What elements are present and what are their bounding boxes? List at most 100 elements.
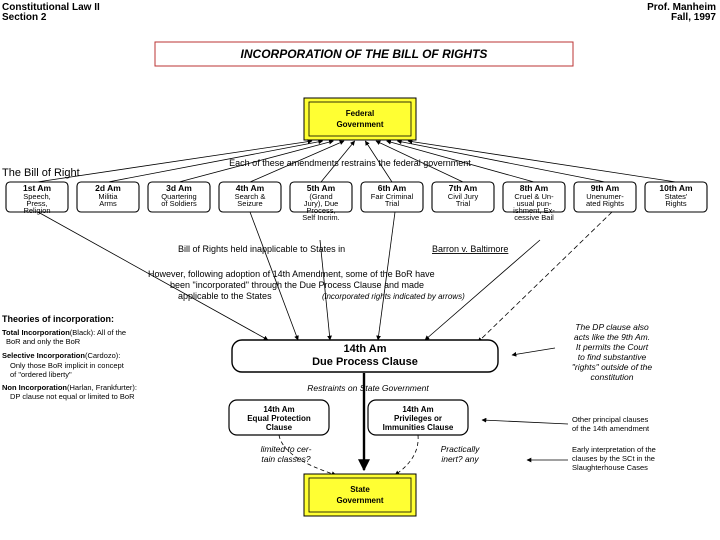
however-italic: (incorporated rights indicated by arrows…: [322, 292, 465, 301]
arrow-5th-am: [319, 239, 332, 341]
amendment-text: ated Rights: [586, 199, 624, 208]
amendment-text: Fair Criminal: [371, 192, 414, 201]
amendment-text: Quartering: [161, 192, 196, 201]
dp-note-line-4: to find substantive: [578, 352, 647, 362]
amendment-title: 3d Am: [166, 183, 192, 193]
theory-selective: Selective Incorporation(Cardozo):: [2, 351, 120, 360]
dp-note-arrow: [511, 347, 556, 357]
amendment-box-border: [431, 181, 495, 213]
inapplicable-note: Bill of Rights held inapplicable to Stat…: [178, 244, 345, 254]
pi-title: 14th Am: [402, 405, 433, 414]
amendment-text: Jury), Due: [304, 199, 339, 208]
amendment-box-border: [289, 181, 353, 213]
early-note-line-1: Early interpretation of the: [572, 445, 656, 454]
barron-case: Barron v. Baltimore: [432, 244, 508, 254]
theory-non-desc: DP clause not equal or limited to BoR: [10, 392, 135, 401]
amendment-box-border: [5, 181, 69, 213]
dp-note-line-6: constitution: [591, 372, 634, 382]
theory-non: Non Incorporation(Harlan, Frankfurter):: [2, 383, 137, 392]
amendment-title: 4th Am: [236, 183, 265, 193]
amendment-text: cessive Bail: [514, 213, 554, 222]
pi-label-2: Immunities Clause: [383, 423, 454, 432]
theories-title: Theories of incorporation:: [2, 314, 114, 324]
pi-label-1: Privileges or: [394, 414, 442, 423]
amendment-text: Speech,: [23, 192, 51, 201]
however-line-1: However, following adoption of 14th Amen…: [148, 269, 435, 279]
amendment-title: 6th Am: [378, 183, 407, 193]
however-line-2: been "incorporated" through the Due Proc…: [170, 280, 424, 290]
amendment-text: Rights: [665, 199, 687, 208]
amendment-title: 5th Am: [307, 183, 336, 193]
amendment-title: 8th Am: [520, 183, 549, 193]
theory-selective-desc-2: of "ordered liberty": [10, 370, 72, 379]
federal-arrow: [107, 139, 324, 183]
dp-box-label: Due Process Clause: [312, 356, 418, 368]
state-label-2: Government: [336, 496, 383, 505]
amendment-text: of Soldiers: [161, 199, 197, 208]
federal-arrow: [386, 139, 535, 183]
amendment-text: usual pun-: [516, 199, 552, 208]
theory-total: Total Incorporation(Black): All of the: [2, 328, 126, 337]
practically-note-line-1: Practically: [441, 444, 480, 454]
dp-note-line-1: The DP clause also: [575, 322, 649, 332]
however-line-3: applicable to the States: [178, 291, 272, 301]
amendment-text: Trial: [385, 199, 400, 208]
amendment-box-border: [573, 181, 637, 213]
amendment-box-border: [502, 181, 566, 213]
amendment-box-border: [360, 181, 424, 213]
arrow-1st-am: [37, 211, 269, 341]
amendment-text: Self Incrim.: [302, 213, 340, 222]
federal-arrow: [407, 139, 677, 183]
other-note-line-1: Other principal clauses: [572, 415, 649, 424]
amendment-text: Religion: [23, 206, 50, 215]
amendment-text: Arms: [99, 199, 117, 208]
amendment-title: 1st Am: [23, 183, 51, 193]
dp-note-line-3: It permits the Court: [576, 342, 649, 352]
early-note-line-2: clauses by the SCt in the: [572, 454, 655, 463]
amendment-text: Militia: [98, 192, 118, 201]
federal-arrow: [396, 139, 606, 183]
federal-arrow: [375, 140, 464, 183]
diagram-title: INCORPORATION OF THE BILL OF RIGHTS: [241, 47, 488, 61]
dp-box-title: 14th Am: [344, 343, 387, 355]
amendment-title: 9th Am: [591, 183, 620, 193]
amendment-text: Civil Jury: [448, 192, 479, 201]
due-process-box: [231, 339, 499, 373]
ep-label-2: Clause: [266, 423, 293, 432]
ep-title: 14th Am: [263, 405, 294, 414]
arrow-4th-am: [249, 211, 299, 341]
amendment-text: Trial: [456, 199, 471, 208]
arrow-8th-am: [424, 239, 541, 341]
bill-of-rights-label: The Bill of Right: [2, 167, 80, 179]
dp-note: The DP clause also acts like the 9th Am.…: [572, 322, 652, 382]
professor-name: Prof. Manheim: [647, 2, 716, 13]
arrow-6th-am: [376, 211, 396, 341]
course-title: Constitutional Law II: [2, 2, 100, 13]
amendment-text: Press,: [26, 199, 47, 208]
early-note-line-3: Slaughterhouse Cases: [572, 463, 648, 472]
amendment-text: Unenumer-: [586, 192, 624, 201]
amendment-title: 10th Am: [659, 183, 693, 193]
federal-arrow: [364, 140, 393, 183]
other-note-arrow: [481, 417, 569, 425]
federal-label-2: Government: [336, 120, 383, 129]
amendment-title: 7th Am: [449, 183, 478, 193]
federal-arrow: [320, 140, 355, 183]
dp-note-line-2: acts like the 9th Am.: [574, 332, 650, 342]
state-government-box: [303, 473, 417, 517]
title-box: [154, 41, 574, 67]
amendment-box-border: [76, 181, 140, 213]
amendment-text: Cruel & Un-: [514, 192, 554, 201]
amendment-text: Seizure: [237, 199, 262, 208]
